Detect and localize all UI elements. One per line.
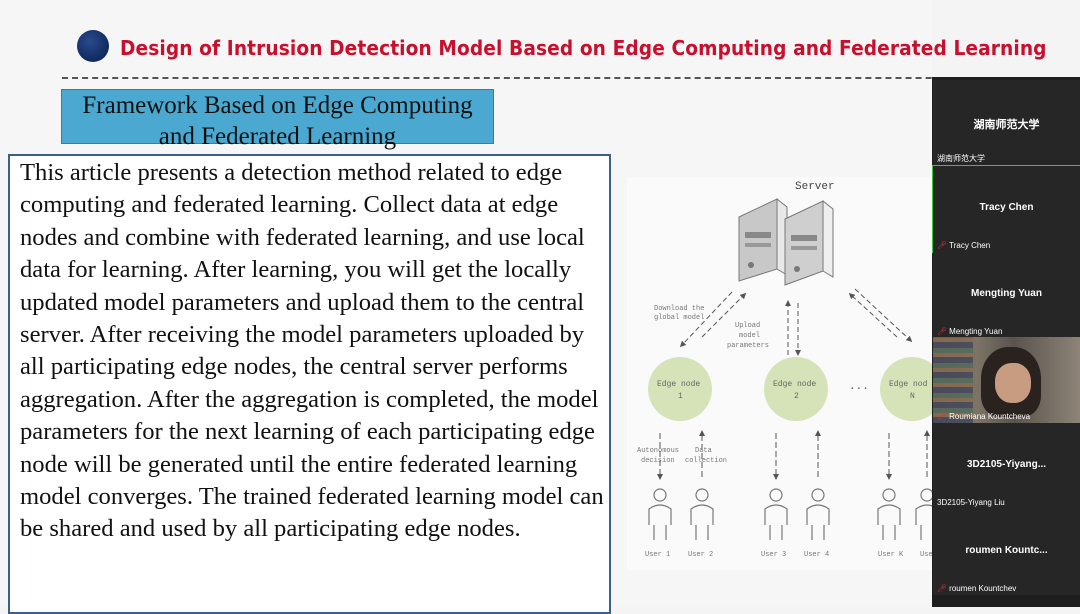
title-divider [62, 77, 1022, 79]
svg-text:1: 1 [678, 392, 683, 401]
server-label: Server [795, 181, 835, 193]
user-label: User 1 [645, 551, 670, 559]
svg-text:decision: decision [641, 457, 675, 465]
mic-off-icon: 🎤︎ [937, 327, 948, 336]
edge-node-n [880, 357, 932, 421]
user-label: User 4 [804, 551, 829, 559]
mic-off-icon: 🎤︎ [937, 412, 948, 421]
svg-text:collection: collection [685, 457, 727, 465]
user-label: Use [920, 551, 932, 559]
upload-label: Upload [735, 322, 760, 330]
server-icon [738, 197, 834, 286]
participant-label: 🎤︎roumen Kountchev [937, 584, 1017, 593]
svg-text:parameters: parameters [727, 342, 769, 350]
data-label: Data [695, 447, 712, 455]
svg-text:Edge node: Edge node [657, 380, 700, 389]
upload-arrow [701, 292, 747, 338]
mic-off-icon: 🎤︎ [937, 584, 948, 593]
download-arrow [679, 291, 733, 348]
participant-tile[interactable]: Mengting Yuan 🎤︎Mengting Yuan [933, 252, 1080, 338]
svg-text:model: model [739, 332, 760, 340]
user-label: User 3 [761, 551, 786, 559]
participant-tile[interactable]: 湖南师范大学 湖南师范大学 [933, 80, 1080, 166]
svg-text:Edge nod: Edge nod [889, 380, 928, 389]
svg-text:Edge node: Edge node [773, 380, 816, 389]
framework-diagram: Server Download the global model Upload … [627, 177, 932, 570]
participant-label: 🎤︎Mengting Yuan [937, 327, 1003, 336]
user-label: User K [878, 551, 904, 559]
participant-tile[interactable]: Tracy Chen 🎤︎Tracy Chen [932, 165, 1080, 253]
edge-node-2 [764, 357, 828, 421]
svg-text:2: 2 [794, 392, 799, 401]
participant-label: 🎤︎Tracy Chen [937, 241, 991, 250]
autonomous-label: Autonomous [637, 447, 679, 455]
body-textbox: This article presents a detection method… [8, 154, 611, 614]
title-bullet-icon [77, 30, 109, 62]
section-heading: Framework Based on Edge Computing and Fe… [61, 89, 494, 150]
body-text: This article presents a detection method… [20, 159, 604, 543]
slide-title: Design of Intrusion Detection Model Base… [120, 36, 1047, 60]
participant-tile[interactable]: 🎤︎Roumiana Kountcheva [933, 337, 1080, 423]
user-label: User 2 [688, 551, 713, 559]
user-icons [648, 488, 932, 540]
download-arrow-3 [854, 288, 913, 343]
presentation-slide: Design of Intrusion Detection Model Base… [8, 30, 1047, 614]
participant-tile[interactable]: 3D2105-Yiyang... 3D2105-Yiyang Liu [933, 423, 1080, 509]
participant-video [933, 337, 1080, 423]
download-label: Download the [654, 305, 704, 313]
participant-label: 湖南师范大学 [937, 154, 985, 163]
mic-off-icon: 🎤︎ [937, 241, 948, 250]
nodes-ellipsis: ... [849, 381, 869, 393]
participant-label: 🎤︎Roumiana Kountcheva [937, 412, 1031, 421]
svg-text:global model: global model [654, 314, 704, 322]
participant-tile[interactable]: roumen Kountc... 🎤︎roumen Kountchev [933, 509, 1080, 595]
edge-node-1 [648, 357, 712, 421]
upload-arrow-3 [848, 292, 898, 338]
svg-text:N: N [910, 392, 915, 401]
participant-label: 3D2105-Yiyang Liu [937, 498, 1005, 507]
